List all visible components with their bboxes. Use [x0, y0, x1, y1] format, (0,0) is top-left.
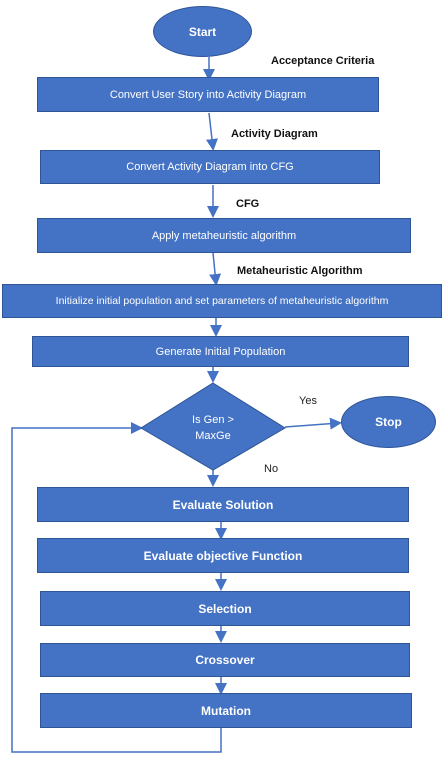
evaluate-solution-step: Evaluate Solution — [37, 487, 409, 522]
decision-label-line-2: MaxGe — [195, 430, 231, 442]
edge-label-activity-diagram: Activity Diagram — [231, 128, 318, 140]
generate-initial-population-step: Generate Initial Population — [32, 336, 409, 367]
crossover-step: Crossover — [40, 643, 410, 677]
decision-label-line-1: Is Gen > — [192, 414, 234, 426]
decision-label: Is Gen > MaxGe — [183, 412, 243, 444]
convert-user-story-step: Convert User Story into Activity Diagram — [37, 77, 379, 112]
loop-back-connector — [11, 422, 222, 753]
mutation-step: Mutation — [40, 693, 412, 728]
convert-activity-diagram-step: Convert Activity Diagram into CFG — [40, 150, 380, 184]
arrow-decision-to-stop — [284, 417, 342, 430]
edge-label-cfg: CFG — [236, 198, 260, 210]
yes-label: Yes — [299, 395, 317, 407]
edge-label-acceptance-criteria: Acceptance Criteria — [271, 55, 375, 67]
initialize-population-step: Initialize initial population and set pa… — [2, 284, 442, 318]
stop-node: Stop — [341, 396, 436, 448]
apply-metaheuristic-step: Apply metaheuristic algorithm — [37, 218, 411, 253]
selection-step: Selection — [40, 591, 410, 626]
edge-label-metaheuristic-algorithm: Metaheuristic Algorithm — [237, 265, 363, 277]
evaluate-objective-function-step: Evaluate objective Function — [37, 538, 409, 573]
decision-diamond — [140, 382, 286, 471]
arrow-story-to-activity — [206, 112, 218, 151]
no-label: No — [264, 463, 279, 475]
start-node: Start — [153, 6, 252, 57]
arrow-apply-to-initialize — [209, 252, 222, 286]
